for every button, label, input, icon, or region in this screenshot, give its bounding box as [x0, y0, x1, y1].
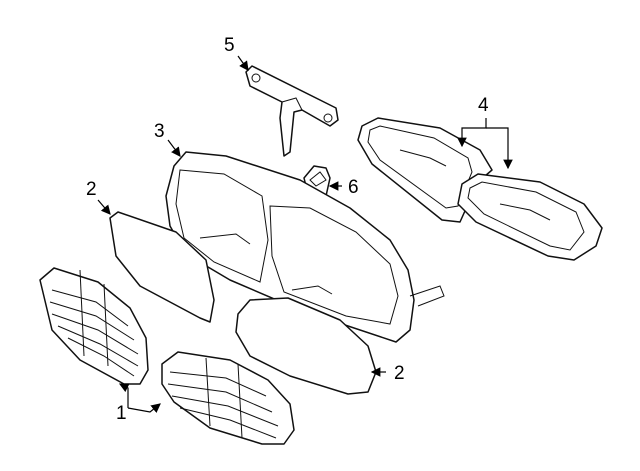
part-1-grille-right	[161, 351, 295, 445]
leader-5	[237, 55, 249, 71]
leader-lines	[97, 55, 513, 413]
part-4-surround-right	[457, 173, 603, 261]
leader-4-right	[486, 127, 513, 170]
callout-5: 5	[224, 35, 235, 56]
leader-1-right	[127, 403, 161, 413]
callout-2-upper: 2	[86, 179, 97, 200]
leader-4-left	[457, 118, 487, 148]
part-1-grille-left	[39, 267, 149, 385]
part-2-mesh-insert-right	[235, 297, 377, 395]
callout-2-lower: 2	[394, 363, 405, 384]
leader-2a	[97, 199, 111, 215]
part-5-bracket	[245, 65, 339, 157]
callout-1: 1	[116, 403, 127, 424]
callout-3: 3	[154, 121, 165, 142]
part-2-mesh-insert-left	[109, 211, 215, 323]
callout-4: 4	[478, 95, 489, 116]
leader-1-left	[118, 383, 130, 408]
leader-3	[167, 139, 181, 157]
callout-6: 6	[348, 177, 359, 198]
